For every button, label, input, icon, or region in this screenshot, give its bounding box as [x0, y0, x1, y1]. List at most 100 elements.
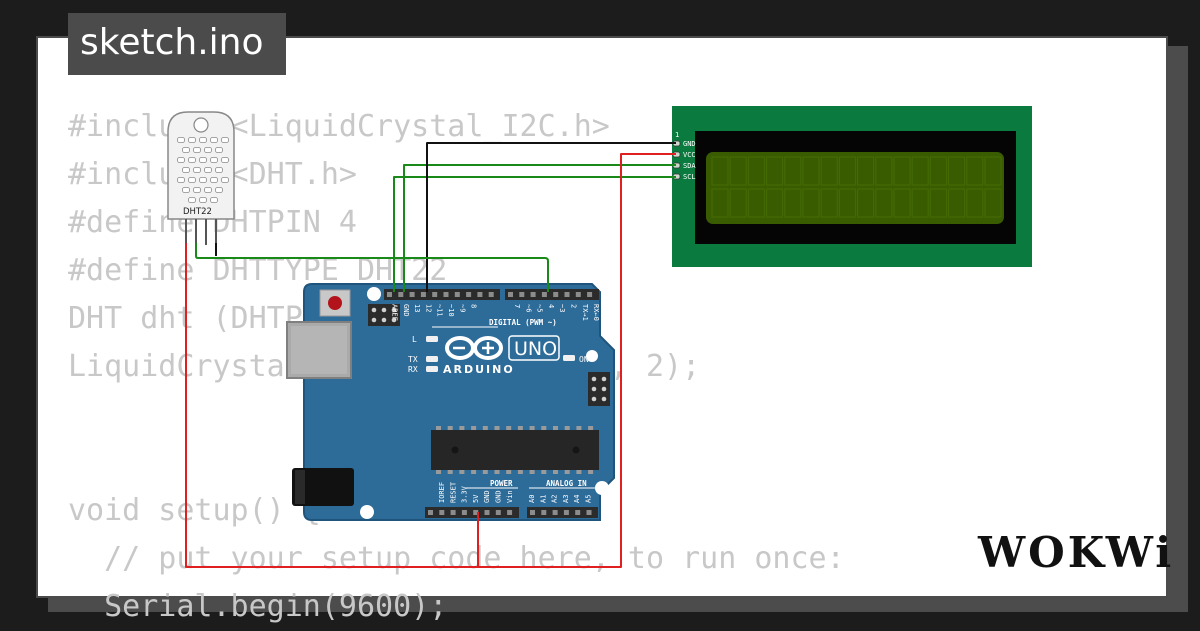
lcd-char-cell — [711, 188, 729, 218]
wire-green-scl — [393, 176, 676, 292]
grille-slot — [210, 197, 218, 203]
grille-slot — [199, 177, 207, 183]
header-pin[interactable] — [461, 510, 467, 515]
header-pin[interactable] — [432, 292, 438, 297]
top-pin-label: AREF — [391, 304, 399, 321]
bottom-pin-label: A5 — [585, 495, 593, 503]
header-pin[interactable] — [552, 510, 558, 515]
lcd-char-cell — [857, 188, 875, 218]
grille-slot — [210, 137, 218, 143]
grille-slot — [182, 187, 190, 193]
mounting-hole — [360, 505, 374, 519]
header-pin[interactable] — [439, 510, 445, 515]
header-pin[interactable] — [587, 292, 593, 297]
lcd-pin-label: GND — [683, 140, 696, 148]
lcd-char-cell — [729, 156, 747, 186]
header-pin[interactable] — [420, 292, 426, 297]
lcd-char-grid — [711, 156, 1002, 218]
grille-slot — [177, 157, 185, 163]
lcd-char-cell — [820, 156, 838, 186]
header-pin[interactable] — [508, 292, 513, 297]
icsp-header-right — [588, 372, 610, 406]
mounting-hole — [586, 350, 598, 362]
header-pin[interactable] — [575, 292, 581, 297]
chip-pin — [517, 426, 523, 430]
reset-button[interactable] — [328, 296, 342, 310]
dht22-sensor: DHT22 — [167, 111, 235, 245]
file-tab-label: sketch.ino — [80, 22, 264, 63]
header-pin[interactable] — [563, 510, 569, 515]
file-tab[interactable]: sketch.ino — [68, 13, 286, 75]
header-pin[interactable] — [398, 292, 404, 297]
lcd-char-cell — [911, 188, 929, 218]
lcd-char-cell — [984, 156, 1002, 186]
top-pin-label: GND — [402, 304, 410, 317]
header-pin[interactable] — [409, 292, 415, 297]
header-pin[interactable] — [507, 510, 513, 515]
chip-pins — [436, 426, 594, 474]
chip-pin — [506, 426, 512, 430]
grille-slot — [199, 137, 207, 143]
header-pin[interactable] — [564, 292, 570, 297]
bottom-pin-label: A4 — [573, 495, 581, 503]
header-pin[interactable] — [530, 510, 535, 515]
lcd-char-cell — [984, 188, 1002, 218]
chip-pin — [459, 470, 465, 474]
top-pin-label: TX→1 — [581, 304, 589, 321]
header-pin[interactable] — [541, 510, 547, 515]
chip-pin — [447, 426, 453, 430]
lcd-pin-1-label: 1 — [675, 131, 679, 139]
bottom-pin-label: Vin — [506, 490, 514, 503]
chip-pin — [529, 426, 535, 430]
grille-slot — [193, 187, 201, 193]
top-pin-label: ~6 — [524, 304, 532, 312]
header-pin[interactable] — [586, 510, 592, 515]
lcd-char-cell — [875, 156, 893, 186]
header-pin[interactable] — [466, 292, 472, 297]
grille-slot — [215, 147, 223, 153]
uno-label: UNO — [514, 338, 557, 360]
dht22-grille — [177, 137, 229, 203]
bottom-pin-label: 5V — [472, 494, 480, 503]
led-on — [563, 355, 575, 361]
header-pin[interactable] — [477, 292, 483, 297]
wire-green-sda — [403, 164, 676, 292]
atmega-chip — [431, 430, 599, 470]
code-line: void setup() { — [68, 493, 321, 528]
grille-slot — [221, 157, 229, 163]
header-pin[interactable] — [443, 292, 449, 297]
header-pin[interactable] — [519, 292, 525, 297]
header-pin[interactable] — [484, 510, 490, 515]
header-pin[interactable] — [541, 292, 547, 297]
grille-slot — [204, 187, 212, 193]
uno-badge — [508, 335, 560, 361]
lcd-char-cell — [820, 188, 838, 218]
top-pin-label: ~11 — [436, 304, 444, 317]
led-tx — [426, 356, 438, 362]
header-pin[interactable] — [428, 510, 433, 515]
header-pin[interactable] — [575, 510, 581, 515]
grille-slot — [188, 157, 196, 163]
analog-label: ANALOG IN — [546, 479, 587, 488]
chip-pin — [447, 470, 453, 474]
lcd-char-cell — [784, 156, 802, 186]
header-pin[interactable] — [495, 510, 501, 515]
header-pin[interactable] — [450, 510, 456, 515]
lcd-pin-label: SDA — [683, 162, 696, 170]
header-pin[interactable] — [530, 292, 536, 297]
lcd-char-cell — [838, 188, 856, 218]
chip-pin — [517, 470, 523, 474]
chip-pin — [471, 426, 477, 430]
header-pin[interactable] — [488, 292, 494, 297]
top-pin-label: ~9 — [458, 304, 466, 312]
power-jack-ring — [295, 470, 305, 504]
grille-slot — [199, 197, 207, 203]
lcd-char-cell — [875, 188, 893, 218]
header-pin[interactable] — [553, 292, 559, 297]
header-pin[interactable] — [454, 292, 460, 297]
lcd-char-cell — [966, 156, 984, 186]
header-pin[interactable] — [473, 510, 479, 515]
header-pin[interactable] — [387, 292, 392, 297]
lcd-char-cell — [893, 188, 911, 218]
